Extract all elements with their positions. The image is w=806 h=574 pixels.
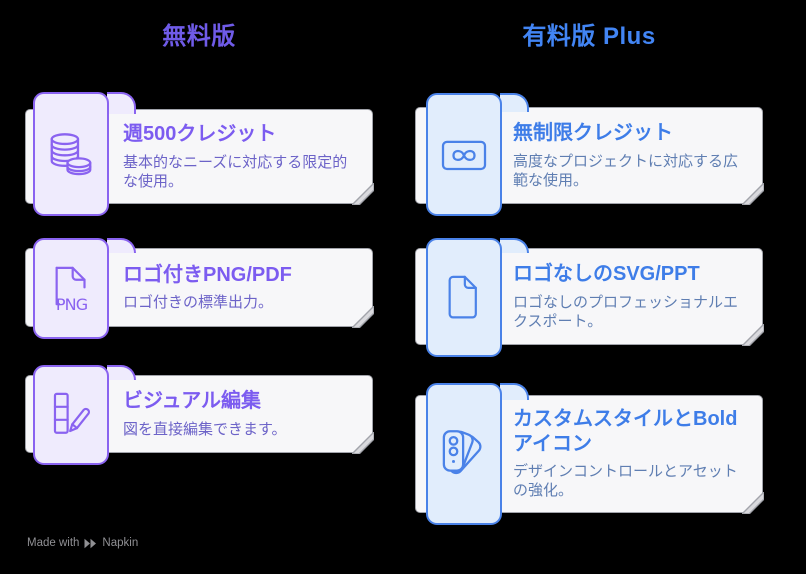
icon-panel	[33, 92, 109, 216]
napkin-logo-icon	[84, 538, 97, 548]
document-icon	[448, 275, 477, 319]
feature-description: デザインコントロールとアセットの強化。	[513, 463, 738, 500]
napkin-attribution: Made with Napkin	[27, 537, 138, 549]
feature-nologo-svg-ppt: ロゴなしのSVG/PPT ロゴなしのプロフェッショナルエクスポート。	[415, 238, 764, 357]
feature-title: ロゴなしのSVG/PPT	[513, 263, 700, 286]
page-curl	[500, 238, 529, 253]
feature-description: ロゴ付きの標準出力。	[123, 294, 274, 312]
folded-corner-icon	[351, 431, 374, 454]
icon-panel	[33, 365, 109, 465]
free-column-title: 無料版	[162, 23, 236, 50]
png-label: PNG	[56, 295, 88, 314]
feature-weekly-credits: 週500クレジット 基本的なニーズに対応する限定的な使用。	[25, 92, 374, 216]
feature-title: 週500クレジット	[123, 123, 277, 146]
page-curl	[500, 93, 529, 112]
png-file-icon: PNG	[55, 266, 89, 314]
visual-edit-icon	[53, 392, 90, 434]
feature-custom-styles: カスタムスタイルとBoldアイコン デザインコントロールとアセットの強化。	[415, 383, 764, 525]
page-curl	[107, 238, 136, 253]
icon-panel: PNG	[33, 238, 109, 339]
made-with-label: Made with	[27, 537, 80, 549]
feature-unlimited-credits: 無制限クレジット 高度なプロジェクトに対応する広範な使用。	[415, 93, 764, 216]
folded-corner-icon	[351, 305, 374, 328]
page-curl	[107, 92, 136, 114]
folded-corner-icon	[741, 323, 764, 346]
feature-title: ロゴ付きPNG/PDF	[123, 263, 292, 286]
feature-visual-editing: ビジュアル編集 図を直接編集できます。	[25, 365, 374, 465]
infinity-icon	[441, 140, 487, 170]
feature-title: カスタムスタイルとBoldアイコン	[513, 408, 738, 455]
folded-corner-icon	[741, 182, 764, 205]
coins-icon	[50, 133, 92, 176]
icon-panel	[426, 238, 502, 357]
feature-description: 図を直接編集できます。	[123, 420, 287, 438]
feature-title: ビジュアル編集	[123, 390, 261, 413]
plus-column-title: 有料版 Plus	[522, 23, 656, 50]
feature-title: 無制限クレジット	[513, 122, 673, 145]
icon-panel	[426, 93, 502, 216]
page-curl	[500, 383, 529, 400]
icon-panel	[426, 383, 502, 525]
feature-description: 高度なプロジェクトに対応する広範な使用。	[513, 152, 739, 189]
feature-description: 基本的なニーズに対応する限定的な使用。	[123, 153, 348, 190]
folded-corner-icon	[351, 182, 374, 205]
brand-label: Napkin	[102, 537, 139, 549]
page-curl	[107, 365, 136, 380]
feature-description: ロゴなしのプロフェッショナルエクスポート。	[513, 293, 739, 330]
feature-logo-png-pdf: ロゴ付きPNG/PDF ロゴ付きの標準出力。 PNG	[25, 238, 374, 339]
swatches-icon	[442, 430, 482, 475]
folded-corner-icon	[741, 491, 764, 514]
